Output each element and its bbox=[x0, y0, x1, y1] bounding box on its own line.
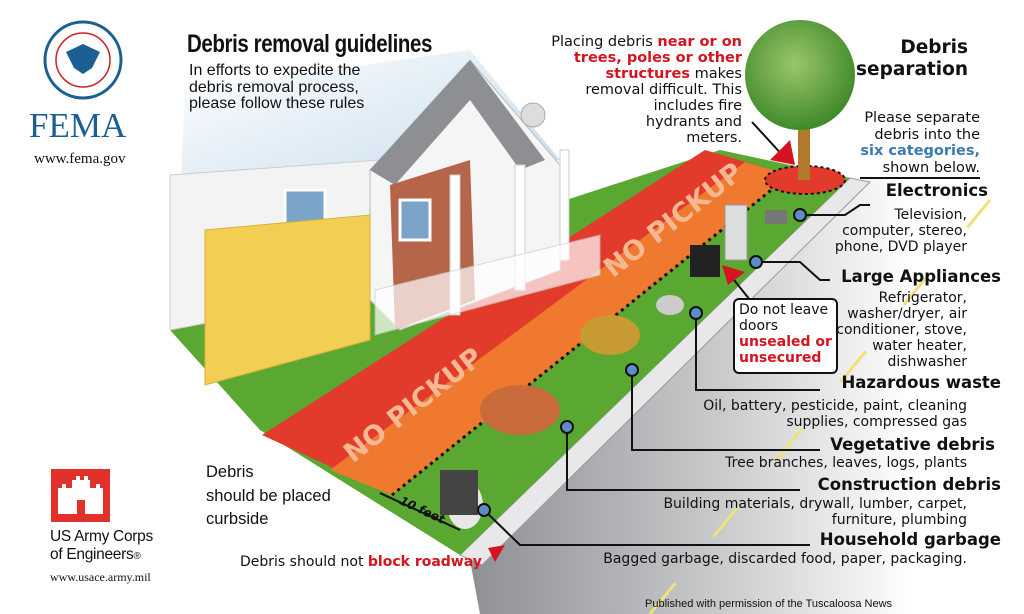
fema-url[interactable]: www.fema.gov bbox=[34, 151, 126, 167]
roadway-arrow-head bbox=[488, 545, 505, 562]
category-markers bbox=[477, 208, 807, 517]
warning-line: trees, poles or other bbox=[551, 50, 742, 66]
category-electronics-desc: Television, computer, stereo, phone, DVD… bbox=[835, 207, 967, 255]
desc-line: Television, bbox=[894, 207, 967, 223]
category-household-garbage-desc: Bagged garbage, discarded food, paper, p… bbox=[603, 551, 967, 567]
distance-measure bbox=[379, 492, 461, 531]
usace-url[interactable]: www.usace.army.mil bbox=[50, 570, 151, 584]
category-construction-debris-desc: Building materials, drywall, lumber, car… bbox=[663, 496, 967, 528]
category-hazardous-waste-desc: Oil, battery, pesticide, paint, cleaning… bbox=[703, 398, 967, 430]
warning-line: hydrants and bbox=[551, 114, 742, 130]
warning-line: meters. bbox=[551, 130, 742, 146]
usace-name: US Army Corps of Engineers® bbox=[50, 528, 153, 566]
road bbox=[470, 170, 1024, 614]
curbside-instruction: Debris should be placed curbside bbox=[206, 461, 331, 532]
subtitle-line: please follow these rules bbox=[189, 95, 365, 112]
doors-arrow-head bbox=[722, 265, 745, 285]
note-emphasis: unsecured bbox=[739, 350, 822, 366]
warning-text: removal difficult. This bbox=[585, 82, 742, 98]
category-vegetative-debris-title: Vegetative debris bbox=[830, 435, 995, 454]
category-large-appliances-desc: Refrigerator, washer/dryer, air conditio… bbox=[836, 290, 967, 370]
warning-line: includes fire bbox=[551, 98, 742, 114]
house bbox=[169, 50, 601, 386]
curbside-line: curbside bbox=[206, 510, 269, 528]
page-title: Debris removal guidelines bbox=[187, 30, 432, 58]
leader-lines bbox=[483, 204, 870, 546]
debris-piles bbox=[440, 204, 787, 529]
warning-text: hydrants and bbox=[645, 114, 742, 130]
category-large-appliances-title: Large Appliances bbox=[841, 267, 1001, 286]
roadway-warning: Debris should not block roadway bbox=[240, 554, 482, 570]
heading-line: Debris bbox=[900, 37, 968, 58]
roadway-text: Debris should not bbox=[240, 554, 368, 570]
desc-line: Tree branches, leaves, logs, plants bbox=[725, 455, 967, 471]
desc-line: supplies, compressed gas bbox=[786, 414, 967, 430]
subtitle-line: debris removal process, bbox=[189, 78, 359, 96]
intro-line: debris into the bbox=[874, 126, 980, 143]
desc-line: conditioner, stove, bbox=[836, 322, 967, 338]
dhs-seal bbox=[43, 20, 123, 100]
usace-castle-logo bbox=[51, 469, 110, 522]
subtitle: In efforts to expedite the debris remova… bbox=[189, 62, 365, 113]
note-line: Do not leave bbox=[739, 302, 829, 318]
category-electronics-title: Electronics bbox=[885, 181, 988, 200]
fema-wordmark: FEMA bbox=[29, 106, 127, 145]
category-construction-debris-title: Construction debris bbox=[817, 475, 1001, 494]
subtitle-line: In efforts to expedite the bbox=[189, 62, 361, 79]
desc-line: furniture, plumbing bbox=[831, 512, 967, 528]
warning-emphasis: trees, poles or other bbox=[573, 50, 742, 66]
sidewalk-orange-band bbox=[330, 162, 790, 495]
desc-line: computer, stereo, bbox=[842, 223, 967, 239]
credit-line: Published with permission of the Tuscalo… bbox=[645, 598, 893, 610]
intro-line: shown below. bbox=[860, 160, 980, 179]
warning-text: Placing debris bbox=[551, 34, 658, 50]
doors-warning-box: Do not leave doors unsealed or unsecured bbox=[733, 298, 838, 374]
tree-crown bbox=[745, 20, 855, 130]
desc-line: water heater, bbox=[872, 338, 967, 354]
no-pickup-boundary bbox=[391, 173, 791, 497]
heading-line: separation bbox=[856, 59, 968, 80]
category-vegetative-debris-desc: Tree branches, leaves, logs, plants bbox=[725, 455, 967, 471]
warning-text: includes fire bbox=[653, 98, 742, 114]
warning-emphasis: near or on bbox=[657, 34, 742, 50]
warning-line: structures makes bbox=[551, 66, 743, 82]
separation-intro: Please separate debris into the six cate… bbox=[860, 110, 980, 179]
usace-line: US Army Corps bbox=[50, 528, 153, 545]
warning-text: makes bbox=[690, 66, 742, 82]
intro-emphasis: six categories, bbox=[860, 143, 980, 159]
desc-line: phone, DVD player bbox=[834, 239, 967, 255]
registered-mark: ® bbox=[133, 551, 141, 562]
desc-line: Oil, battery, pesticide, paint, cleaning bbox=[703, 398, 967, 414]
desc-line: dishwasher bbox=[887, 354, 967, 370]
note-line: doors bbox=[739, 318, 779, 334]
separation-heading: Debris separation bbox=[856, 37, 968, 81]
desc-line: Refrigerator, bbox=[878, 290, 967, 306]
tree-arrow-head bbox=[770, 140, 795, 165]
desc-line: Building materials, drywall, lumber, car… bbox=[663, 496, 967, 512]
warning-line: removal difficult. This bbox=[551, 82, 742, 98]
warning-text: meters. bbox=[686, 130, 742, 146]
roadway-emphasis: block roadway bbox=[367, 554, 482, 570]
usace-line: of Engineers bbox=[50, 546, 134, 563]
desc-line: washer/dryer, air bbox=[847, 306, 967, 322]
category-hazardous-waste-title: Hazardous waste bbox=[841, 373, 1001, 392]
curbside-line: Debris bbox=[206, 463, 254, 481]
category-household-garbage-title: Household garbage bbox=[819, 530, 1001, 549]
warning-line: Placing debris near or on bbox=[551, 34, 742, 50]
intro-line: Please separate bbox=[864, 110, 980, 126]
curbside-line: should be placed bbox=[206, 486, 331, 505]
desc-line: Bagged garbage, discarded food, paper, p… bbox=[603, 551, 967, 567]
note-emphasis: unsealed or bbox=[739, 334, 832, 350]
warning-emphasis: structures bbox=[605, 66, 691, 82]
